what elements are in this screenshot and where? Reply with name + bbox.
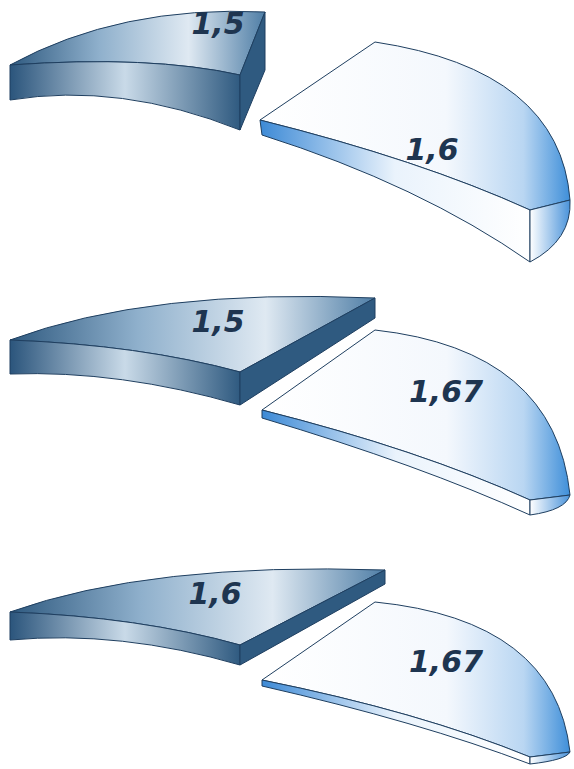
lens-face <box>530 495 570 515</box>
refractive-index: 1,67 <box>409 647 483 677</box>
lens-face <box>530 752 570 764</box>
lens-face <box>260 120 530 262</box>
thin-lens: 1,6 <box>255 38 573 266</box>
lens-face <box>10 612 240 665</box>
lens-face <box>262 330 570 500</box>
lens-face <box>530 200 570 262</box>
lens-face <box>10 62 240 130</box>
refractive-index: 1,6 <box>405 135 458 165</box>
refractive-index: 1,67 <box>409 377 483 407</box>
refractive-index: 1,5 <box>191 9 244 39</box>
lens-face <box>262 680 530 764</box>
thin-lens: 1,67 <box>255 326 573 518</box>
refractive-index: 1,5 <box>191 307 244 337</box>
lens-face <box>262 410 530 515</box>
lens-face <box>262 602 570 757</box>
lens-face <box>10 340 240 405</box>
lens-shape <box>255 326 573 518</box>
thick-lens: 1,5 <box>5 5 270 135</box>
refractive-index: 1,6 <box>188 579 241 609</box>
lens-shape <box>255 596 573 766</box>
thin-lens: 1,67 <box>255 596 573 766</box>
